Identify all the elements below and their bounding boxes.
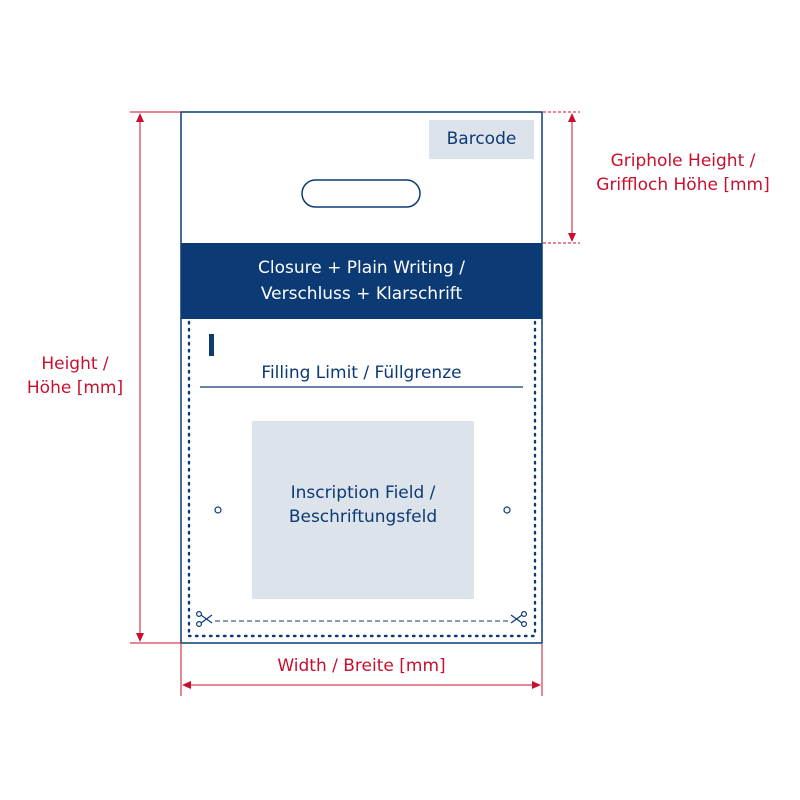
closure-band [181, 243, 542, 319]
filling-marker [209, 334, 214, 356]
closure-label-line2: Verschluss + Klarschrift [260, 284, 463, 304]
barcode-box [429, 120, 534, 159]
inscription-label: Inscription Field / Beschriftungsfeld [252, 481, 474, 529]
griphole-dimension [543, 111, 580, 244]
inscription-field [252, 421, 474, 599]
side-hole-left [214, 506, 222, 514]
griphole [301, 179, 421, 208]
width-label: Width / Breite [mm] [277, 656, 446, 676]
height-label-line1: Height / [41, 354, 109, 374]
bag-outline [180, 111, 543, 644]
closure-label: Closure + Plain Writing / Verschluss + K… [181, 255, 542, 307]
inscription-label-line2: Beschriftungsfeld [288, 507, 438, 527]
scissors-icon [196, 610, 213, 627]
height-label-line2: Höhe [mm] [26, 378, 124, 398]
scissors-icon [510, 610, 527, 627]
barcode-label: Barcode [446, 129, 517, 149]
griphole-height-label: Griphole Height / Griffloch Höhe [mm] [578, 149, 788, 197]
side-hole-right [503, 506, 511, 514]
griphole-label-line1: Griphole Height / [610, 151, 756, 171]
filling-limit-label: Filling Limit / Füllgrenze [261, 363, 462, 383]
inscription-label-line1: Inscription Field / [290, 483, 436, 503]
width-dimension [180, 644, 543, 696]
height-label: Height / Höhe [mm] [10, 352, 140, 400]
closure-label-line1: Closure + Plain Writing / [258, 258, 465, 278]
height-dimension [130, 111, 181, 644]
griphole-label-line2: Griffloch Höhe [mm] [596, 175, 770, 195]
